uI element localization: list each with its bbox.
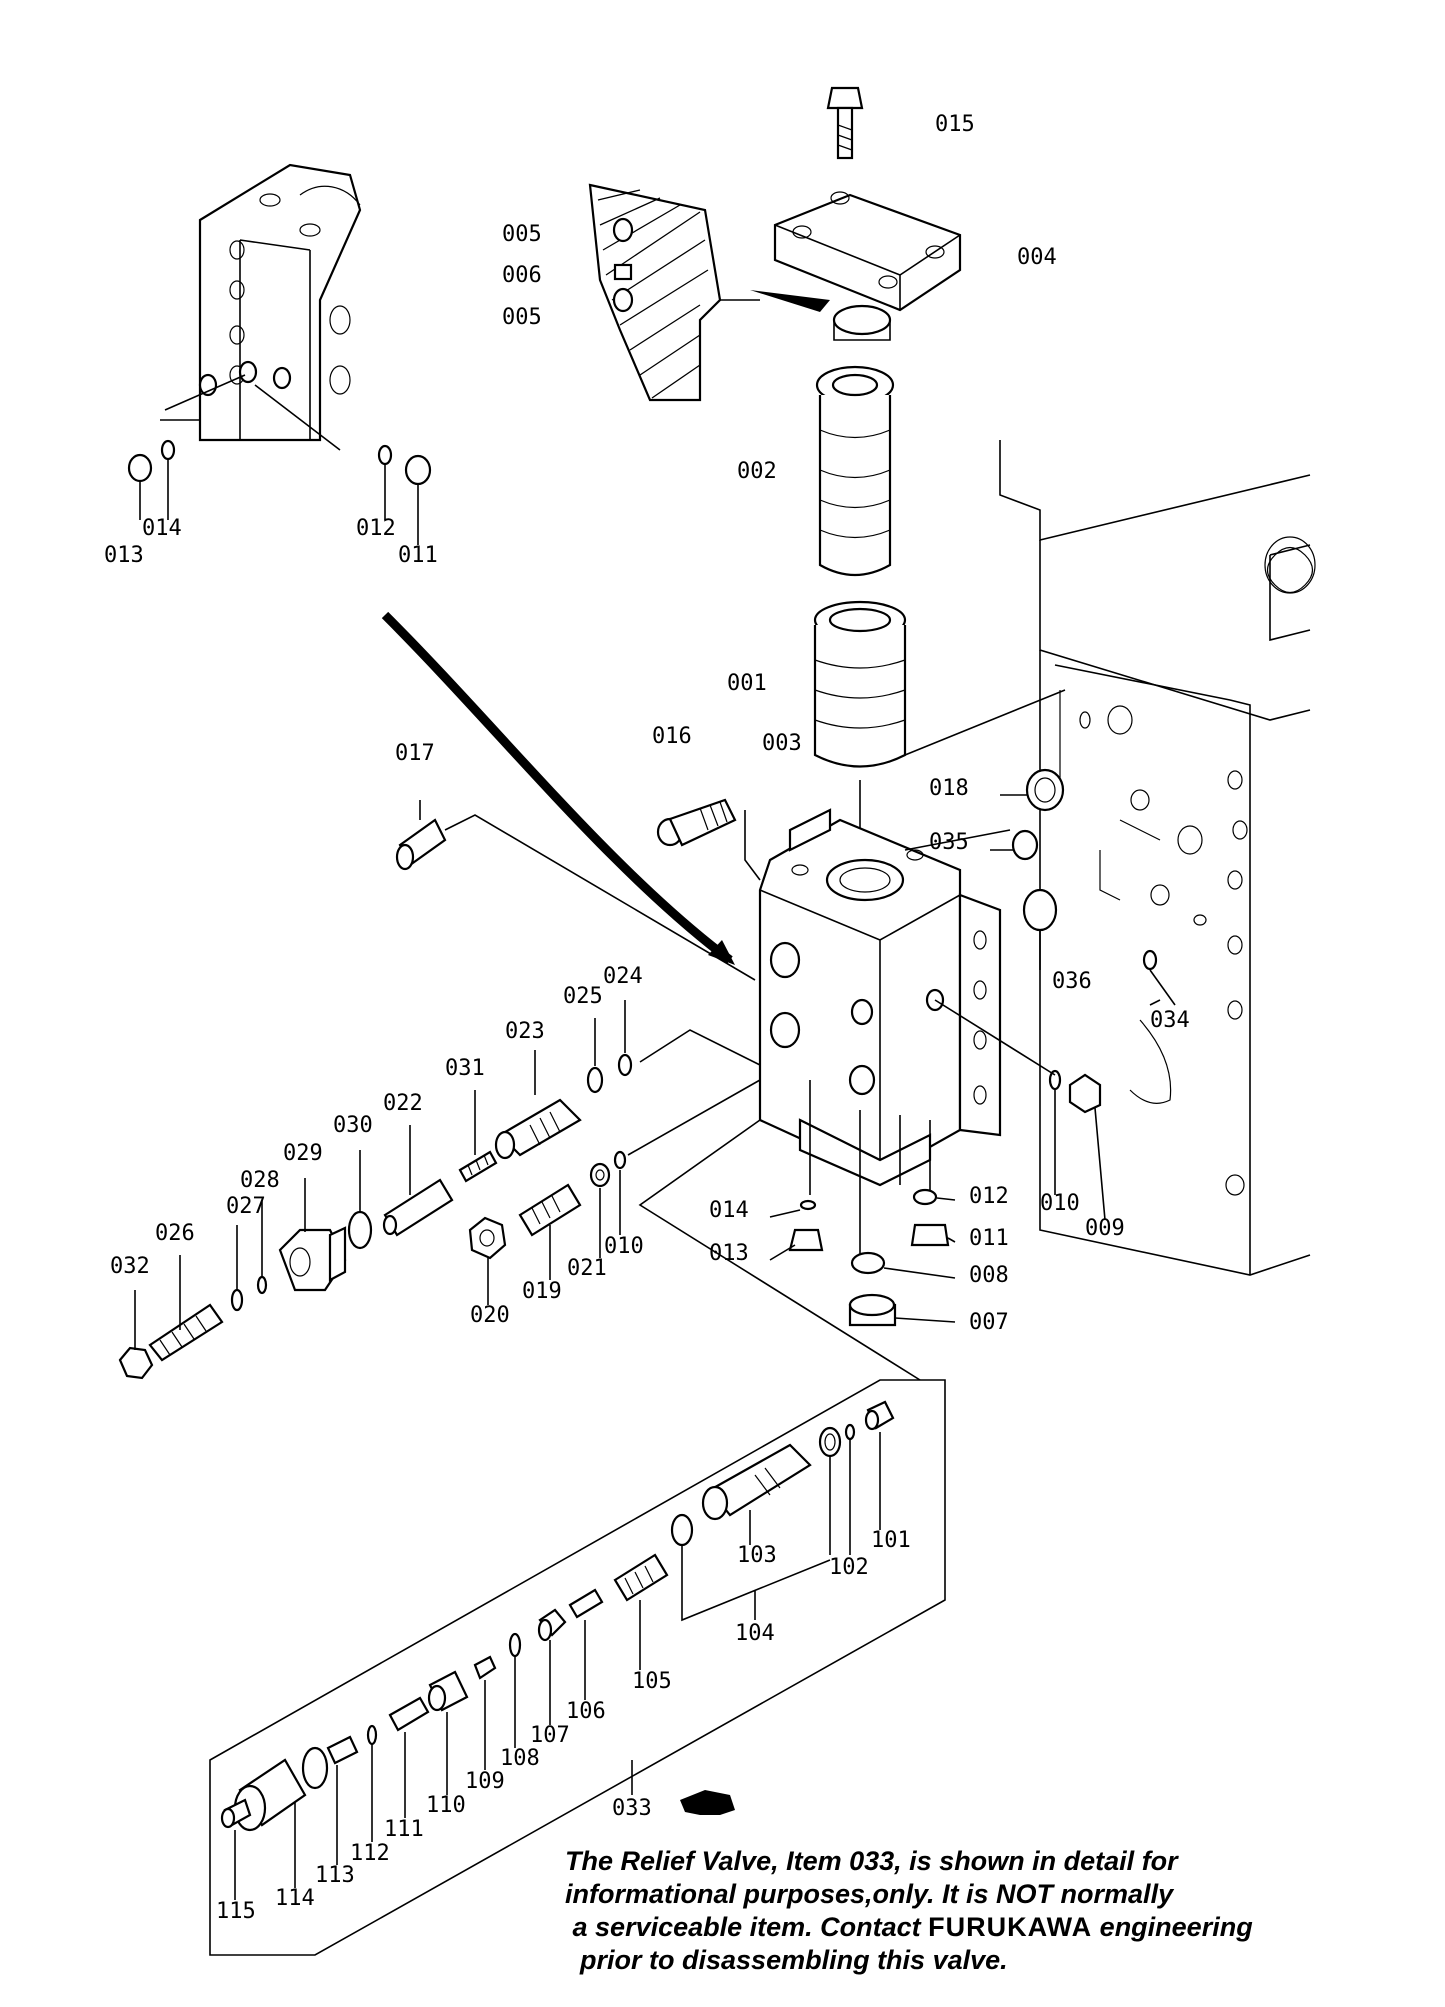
oring-028-027 (230, 1200, 268, 1312)
callout-012: 012 (969, 1184, 1009, 1209)
cover-004 (773, 191, 962, 341)
washer-021 (589, 1162, 611, 1258)
callout-014: 014 (709, 1198, 749, 1223)
callout-108: 108 (500, 1746, 540, 1771)
sleeve-001 (813, 600, 907, 850)
seal-010-left (613, 1079, 761, 1235)
callout-015: 015 (935, 112, 975, 137)
callout-011: 011 (398, 543, 438, 568)
callout-005: 005 (502, 305, 542, 330)
callout-109: 109 (465, 1769, 505, 1794)
callout-028: 028 (240, 1168, 280, 1193)
callout-104: 104 (735, 1621, 775, 1646)
callout-035: 035 (929, 830, 969, 855)
callout-030: 030 (333, 1113, 373, 1138)
callout-labels: 015 004 005 006 005 002 001 016 003 017 018 035 036 0… (104, 112, 1190, 1924)
callout-014: 014 (142, 516, 182, 541)
callout-002: 002 (737, 459, 777, 484)
callout-113: 113 (315, 1863, 355, 1888)
housing-029 (278, 1178, 347, 1292)
relief-valve-inset (209, 1379, 946, 1956)
note-line-4: prior to disassembling this valve. (565, 1944, 1425, 1977)
nut-032 (118, 1290, 154, 1380)
callout-107: 107 (530, 1723, 570, 1748)
callout-101: 101 (871, 1528, 911, 1553)
callout-036: 036 (1052, 969, 1092, 994)
note-line-3b: engineering (1092, 1912, 1253, 1942)
note-line-4-text: prior to disassembling this valve. (580, 1945, 1008, 1975)
callout-018: 018 (929, 776, 969, 801)
note-line-3a: a serviceable item. Contact (572, 1912, 929, 1942)
callout-103: 103 (737, 1543, 777, 1568)
callout-020: 020 (470, 1303, 510, 1328)
callout-019: 019 (522, 1279, 562, 1304)
callout-005: 005 (502, 222, 542, 247)
brand-name: FURUKAWA (928, 1912, 1093, 1942)
hatched-section (588, 183, 760, 402)
callout-110: 110 (426, 1793, 466, 1818)
fitting-017 (395, 800, 756, 981)
callout-011: 011 (969, 1226, 1009, 1251)
callout-001: 001 (727, 671, 767, 696)
callout-010: 010 (1040, 1191, 1080, 1216)
callout-017: 017 (395, 741, 435, 766)
inset-housing (127, 163, 432, 545)
callout-013: 013 (709, 1241, 749, 1266)
bolt-016 (656, 798, 761, 881)
callout-007: 007 (969, 1310, 1009, 1335)
spool-002 (815, 365, 895, 576)
note-line-1: The Relief Valve, Item 033, is shown in … (565, 1846, 1178, 1876)
right-seals (904, 689, 1176, 1006)
callout-023: 023 (505, 1019, 545, 1044)
callout-021: 021 (567, 1256, 607, 1281)
callout-106: 106 (566, 1699, 606, 1724)
callout-006: 006 (502, 263, 542, 288)
note-line-3: a serviceable item. Contact FURUKAWA eng… (565, 1911, 1425, 1944)
relief-leader (638, 1119, 921, 1381)
callout-010: 010 (604, 1234, 644, 1259)
callout-033: 033 (612, 1796, 652, 1821)
bottom-plugs (769, 1080, 956, 1327)
callout-034: 034 (1150, 1008, 1190, 1033)
valve-body-003 (758, 808, 1002, 1187)
screw-026 (148, 1255, 224, 1362)
direction-arrow (750, 290, 830, 312)
callout-008: 008 (969, 1263, 1009, 1288)
nut-020 (468, 1216, 507, 1305)
callout-016: 016 (652, 724, 692, 749)
plug-023 (494, 1000, 761, 1160)
plug-009 (934, 999, 1106, 1221)
bolt-015 (826, 86, 864, 160)
callout-012: 012 (356, 516, 396, 541)
callout-102: 102 (829, 1555, 869, 1580)
callout-114: 114 (275, 1886, 315, 1911)
callout-013: 013 (104, 543, 144, 568)
pointing-hand-icon (680, 1790, 735, 1815)
callout-105: 105 (632, 1669, 672, 1694)
callout-004: 004 (1017, 245, 1057, 270)
callout-029: 029 (283, 1141, 323, 1166)
callout-027: 027 (226, 1194, 266, 1219)
callout-022: 022 (383, 1091, 423, 1116)
poppet-022 (382, 1125, 454, 1237)
spring-031 (458, 1090, 498, 1183)
screw-019 (518, 1183, 582, 1280)
mating-housing (999, 440, 1316, 1276)
curved-arrow (381, 611, 733, 964)
callout-032: 032 (110, 1254, 150, 1279)
note-line-2: informational purposes,only. It is NOT n… (565, 1879, 1174, 1909)
callout-009: 009 (1085, 1216, 1125, 1241)
callout-115: 115 (216, 1899, 256, 1924)
callout-003: 003 (762, 731, 802, 756)
callout-025: 025 (563, 984, 603, 1009)
callout-024: 024 (603, 964, 643, 989)
relief-valve-note: The Relief Valve, Item 033, is shown in … (565, 1845, 1425, 1977)
callout-026: 026 (155, 1221, 195, 1246)
callout-031: 031 (445, 1056, 485, 1081)
callout-111: 111 (384, 1817, 424, 1842)
oring-030 (347, 1150, 373, 1250)
callout-112: 112 (350, 1841, 390, 1866)
